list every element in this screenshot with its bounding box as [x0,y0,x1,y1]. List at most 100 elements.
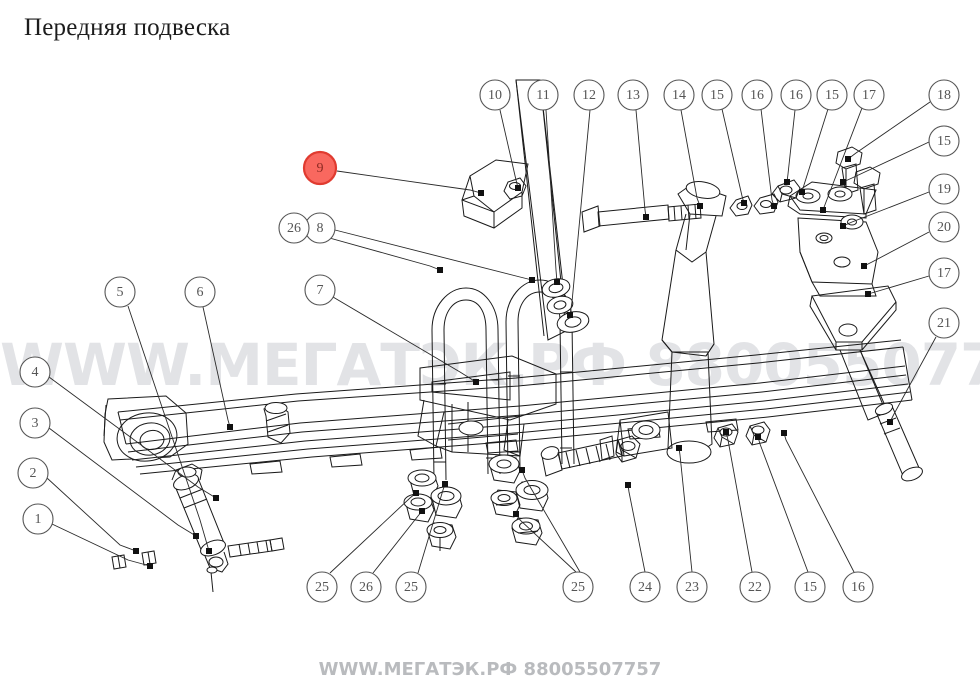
leader-line-13 [635,109,647,218]
callout-label: 25 [571,580,585,595]
leader-dot [227,424,233,430]
callout-18[interactable]: 18 [928,79,960,111]
callout-25[interactable]: 25 [306,571,338,603]
callout-label: 14 [672,88,686,103]
callout-circle[interactable] [19,407,51,439]
callout-20[interactable]: 20 [928,211,960,243]
callout-circle[interactable] [304,274,336,306]
callout-11[interactable]: 11 [527,79,559,111]
callout-circle[interactable] [302,150,338,186]
callout-circle[interactable] [853,79,885,111]
leader-dot [567,312,573,318]
callout-label: 9 [317,161,324,176]
callout-14[interactable]: 14 [663,79,695,111]
callout-circle[interactable] [928,307,960,339]
callout-15[interactable]: 15 [928,125,960,157]
leader-line-1 [51,523,151,567]
callout-10[interactable]: 10 [479,79,511,111]
callout-label: 15 [803,580,817,595]
callout-circle[interactable] [104,276,136,308]
strut-damper [661,181,727,464]
callout-12[interactable]: 12 [573,79,605,111]
leader-dot [213,495,219,501]
callout-circle[interactable] [527,79,559,111]
callout-circle[interactable] [780,79,812,111]
callout-6[interactable]: 6 [184,276,216,308]
callout-circle[interactable] [17,457,49,489]
callout-circle[interactable] [741,79,773,111]
callout-circle[interactable] [22,503,54,535]
callout-23[interactable]: 23 [676,571,708,603]
leader-dot [206,548,212,554]
callout-circle[interactable] [928,257,960,289]
callout-circle[interactable] [395,571,427,603]
callout-19[interactable]: 19 [928,173,960,205]
callout-13[interactable]: 13 [617,79,649,111]
callout-label: 6 [197,285,204,300]
leader-dot [515,185,521,191]
callout-circle[interactable] [479,79,511,111]
callout-3[interactable]: 3 [19,407,51,439]
callout-circle[interactable] [739,571,771,603]
callout-circle[interactable] [350,571,382,603]
callout-16[interactable]: 16 [780,79,812,111]
upper-mount-bracket [461,159,529,229]
callout-24[interactable]: 24 [629,571,661,603]
right-bracket-assembly [787,181,897,421]
leader-dot [741,200,747,206]
callout-circle[interactable] [573,79,605,111]
leader-dot [697,203,703,209]
callout-circle[interactable] [701,79,733,111]
callout-label: 16 [789,88,803,103]
callout-16[interactable]: 16 [741,79,773,111]
watermark-bottom: WWW.МЕГАТЭК.РФ 88005507757 [318,659,662,680]
callout-circle[interactable] [629,571,661,603]
callout-circle[interactable] [184,276,216,308]
callout-circle[interactable] [676,571,708,603]
callout-4[interactable]: 4 [19,356,51,388]
callout-circle[interactable] [816,79,848,111]
callout-circle[interactable] [562,571,594,603]
lower-bolt [540,435,641,477]
callout-label: 16 [851,580,865,595]
callout-circle[interactable] [928,125,960,157]
callout-17[interactable]: 17 [928,257,960,289]
callout-7[interactable]: 7 [304,274,336,306]
callout-25[interactable]: 25 [562,571,594,603]
leader-line-12 [569,109,591,316]
leader-line-26 [372,510,423,574]
callout-26[interactable]: 26 [278,212,310,244]
callout-circle[interactable] [278,212,310,244]
callout-circle[interactable] [794,571,826,603]
leader-dot [473,379,479,385]
callout-circle[interactable] [928,79,960,111]
leader-line-18 [847,101,931,160]
callout-circle[interactable] [842,571,874,603]
callout-circle[interactable] [19,356,51,388]
callout-15[interactable]: 15 [794,571,826,603]
leader-dot [845,156,851,162]
callout-label: 7 [317,283,324,298]
callout-9-highlighted[interactable]: 9 [302,150,338,186]
leader-line-4 [48,376,217,499]
callout-15[interactable]: 15 [701,79,733,111]
callout-circle[interactable] [663,79,695,111]
callout-26[interactable]: 26 [350,571,382,603]
callout-2[interactable]: 2 [17,457,49,489]
callout-1[interactable]: 1 [22,503,54,535]
callout-5[interactable]: 5 [104,276,136,308]
callout-22[interactable]: 22 [739,571,771,603]
callout-21[interactable]: 21 [928,307,960,339]
callout-circle[interactable] [306,571,338,603]
leader-line-3 [48,427,197,537]
callout-circle[interactable] [928,211,960,243]
leader-dot [442,481,448,487]
leaf-spring-assembly [103,339,913,475]
callout-circle[interactable] [617,79,649,111]
callout-15[interactable]: 15 [816,79,848,111]
callout-circle[interactable] [928,173,960,205]
callout-25[interactable]: 25 [395,571,427,603]
leader-dot [478,190,484,196]
callout-16[interactable]: 16 [842,571,874,603]
callout-17[interactable]: 17 [853,79,885,111]
